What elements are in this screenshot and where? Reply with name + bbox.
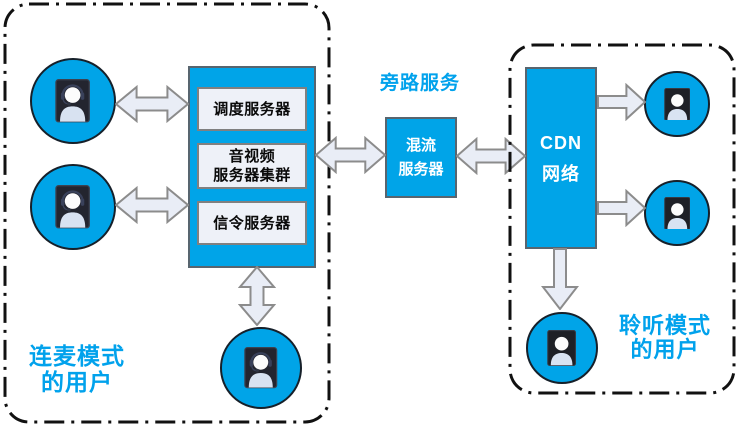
bypass-service-label: 旁路服务 bbox=[379, 73, 460, 94]
arrow-mixer-cdn bbox=[456, 137, 526, 175]
arrow-cluster-mixer bbox=[315, 136, 386, 174]
user-headset-icon bbox=[55, 185, 91, 229]
listener-user-1-avatar bbox=[644, 71, 710, 137]
scheduling-server-box: 调度服务器 bbox=[197, 87, 307, 131]
server-cluster-box: 调度服务器 音视频 服务器集群 信令服务器 bbox=[188, 66, 316, 268]
cohost-caption-line1: 连麦模式 bbox=[29, 343, 125, 369]
cdn-network-box: CDN 网络 bbox=[525, 67, 597, 249]
scheduling-server-label: 调度服务器 bbox=[213, 100, 291, 118]
user-icon bbox=[663, 196, 691, 230]
cdn-label-line2: 网络 bbox=[542, 163, 580, 184]
mixer-server-box: 混流 服务器 bbox=[385, 117, 457, 198]
cdn-label-line1: CDN bbox=[540, 132, 582, 153]
mixer-server-label-line1: 混流 bbox=[405, 137, 436, 154]
signaling-server-label: 信令服务器 bbox=[213, 214, 291, 232]
cohost-users-caption: 连麦模式 的用户 bbox=[12, 343, 142, 395]
user-icon bbox=[663, 87, 691, 121]
arrow-cdn-listener1 bbox=[597, 83, 646, 121]
listener-caption-line1: 聆听模式 bbox=[618, 313, 711, 338]
arrow-cohost1-cluster bbox=[115, 85, 189, 123]
av-server-label-line1: 音视频 bbox=[228, 148, 276, 165]
signaling-server-box: 信令服务器 bbox=[197, 201, 307, 245]
user-headset-icon bbox=[55, 79, 91, 123]
listener-user-3-avatar bbox=[526, 312, 598, 384]
cohost-user-3-avatar bbox=[220, 327, 302, 409]
arrow-cdn-listener2 bbox=[597, 189, 646, 227]
listener-caption-line2: 的用户 bbox=[630, 337, 700, 362]
cohost-user-1-avatar bbox=[30, 58, 116, 144]
listener-user-2-avatar bbox=[644, 180, 710, 246]
listener-users-caption: 聆听模式 的用户 bbox=[606, 314, 724, 362]
user-headset-icon bbox=[244, 347, 278, 389]
cohost-zone-border bbox=[3, 2, 331, 424]
cohost-user-2-avatar bbox=[30, 164, 116, 250]
av-server-cluster-box: 音视频 服务器集群 bbox=[197, 143, 307, 189]
listener-zone-border bbox=[508, 43, 736, 395]
user-icon bbox=[547, 330, 577, 366]
mixer-server-label-line2: 服务器 bbox=[398, 161, 444, 178]
arrow-cdn-listener3 bbox=[541, 248, 579, 310]
cohost-caption-line2: 的用户 bbox=[41, 369, 113, 395]
arrow-cluster-cohost3 bbox=[238, 266, 276, 326]
arrow-cohost2-cluster bbox=[115, 186, 189, 224]
av-server-label-line2: 服务器集群 bbox=[213, 167, 291, 184]
